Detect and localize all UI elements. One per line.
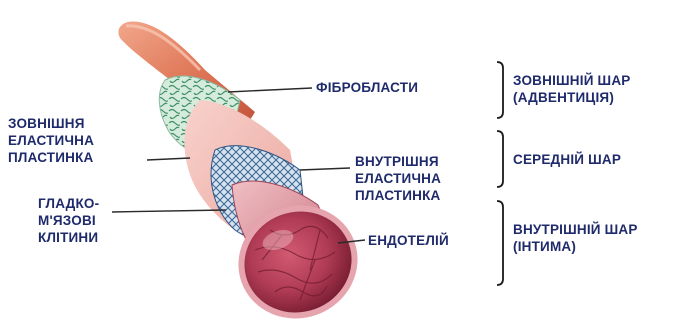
label-smooth-muscle-line-3: КЛІТИНИ [38, 229, 99, 246]
layer-inner-line-2: (ІНТИМА) [513, 238, 638, 255]
layer-middle-media: СЕРЕДНІЙ ШАР [513, 151, 621, 168]
label-smooth-muscle-line-1: ГЛАДКО- [38, 195, 99, 212]
label-endothelium: ЕНДОТЕЛІЙ [368, 232, 449, 249]
bracket-middle [497, 131, 503, 187]
bracket-inner [497, 201, 503, 285]
label-outer-elastic-line-1: ЗОВНІШНЯ [8, 115, 94, 132]
label-outer-elastic-line-2: ЕЛАСТИЧНА [8, 132, 94, 149]
layer-inner-intima: ВНУТРІШНІЙ ШАР (ІНТИМА) [513, 221, 638, 255]
label-inner-elastic-line-1: ВНУТРІШНЯ [355, 153, 441, 170]
label-smooth-muscle-cells: ГЛАДКО- М'ЯЗОВІ КЛІТИНИ [38, 195, 99, 246]
label-inner-elastic-lamina: ВНУТРІШНЯ ЕЛАСТИЧНА ПЛАСТИНКА [355, 153, 441, 204]
label-smooth-muscle-line-2: М'ЯЗОВІ [38, 212, 99, 229]
layer-brackets [497, 62, 503, 285]
leader-inner-elastic [300, 168, 350, 170]
leader-outer-elastic [147, 158, 190, 160]
label-outer-elastic-lamina: ЗОВНІШНЯ ЕЛАСТИЧНА ПЛАСТИНКА [8, 115, 94, 166]
label-inner-elastic-line-2: ЕЛАСТИЧНА [355, 170, 441, 187]
layer-inner-line-1: ВНУТРІШНІЙ ШАР [513, 221, 638, 238]
label-fibroblasts: ФІБРОБЛАСТИ [316, 79, 418, 96]
label-outer-elastic-line-3: ПЛАСТИНКА [8, 149, 94, 166]
layer-outer-adventitia: ЗОВНІШНІЙ ШАР (АДВЕНТИЦІЯ) [513, 72, 630, 106]
layer-outer-line-2: (АДВЕНТИЦІЯ) [513, 89, 630, 106]
leader-fibroblasts [228, 88, 312, 92]
layer-outer-line-1: ЗОВНІШНІЙ ШАР [513, 72, 630, 89]
leader-smooth-muscle [112, 210, 226, 212]
bracket-outer [497, 62, 503, 118]
label-inner-elastic-line-3: ПЛАСТИНКА [355, 187, 441, 204]
